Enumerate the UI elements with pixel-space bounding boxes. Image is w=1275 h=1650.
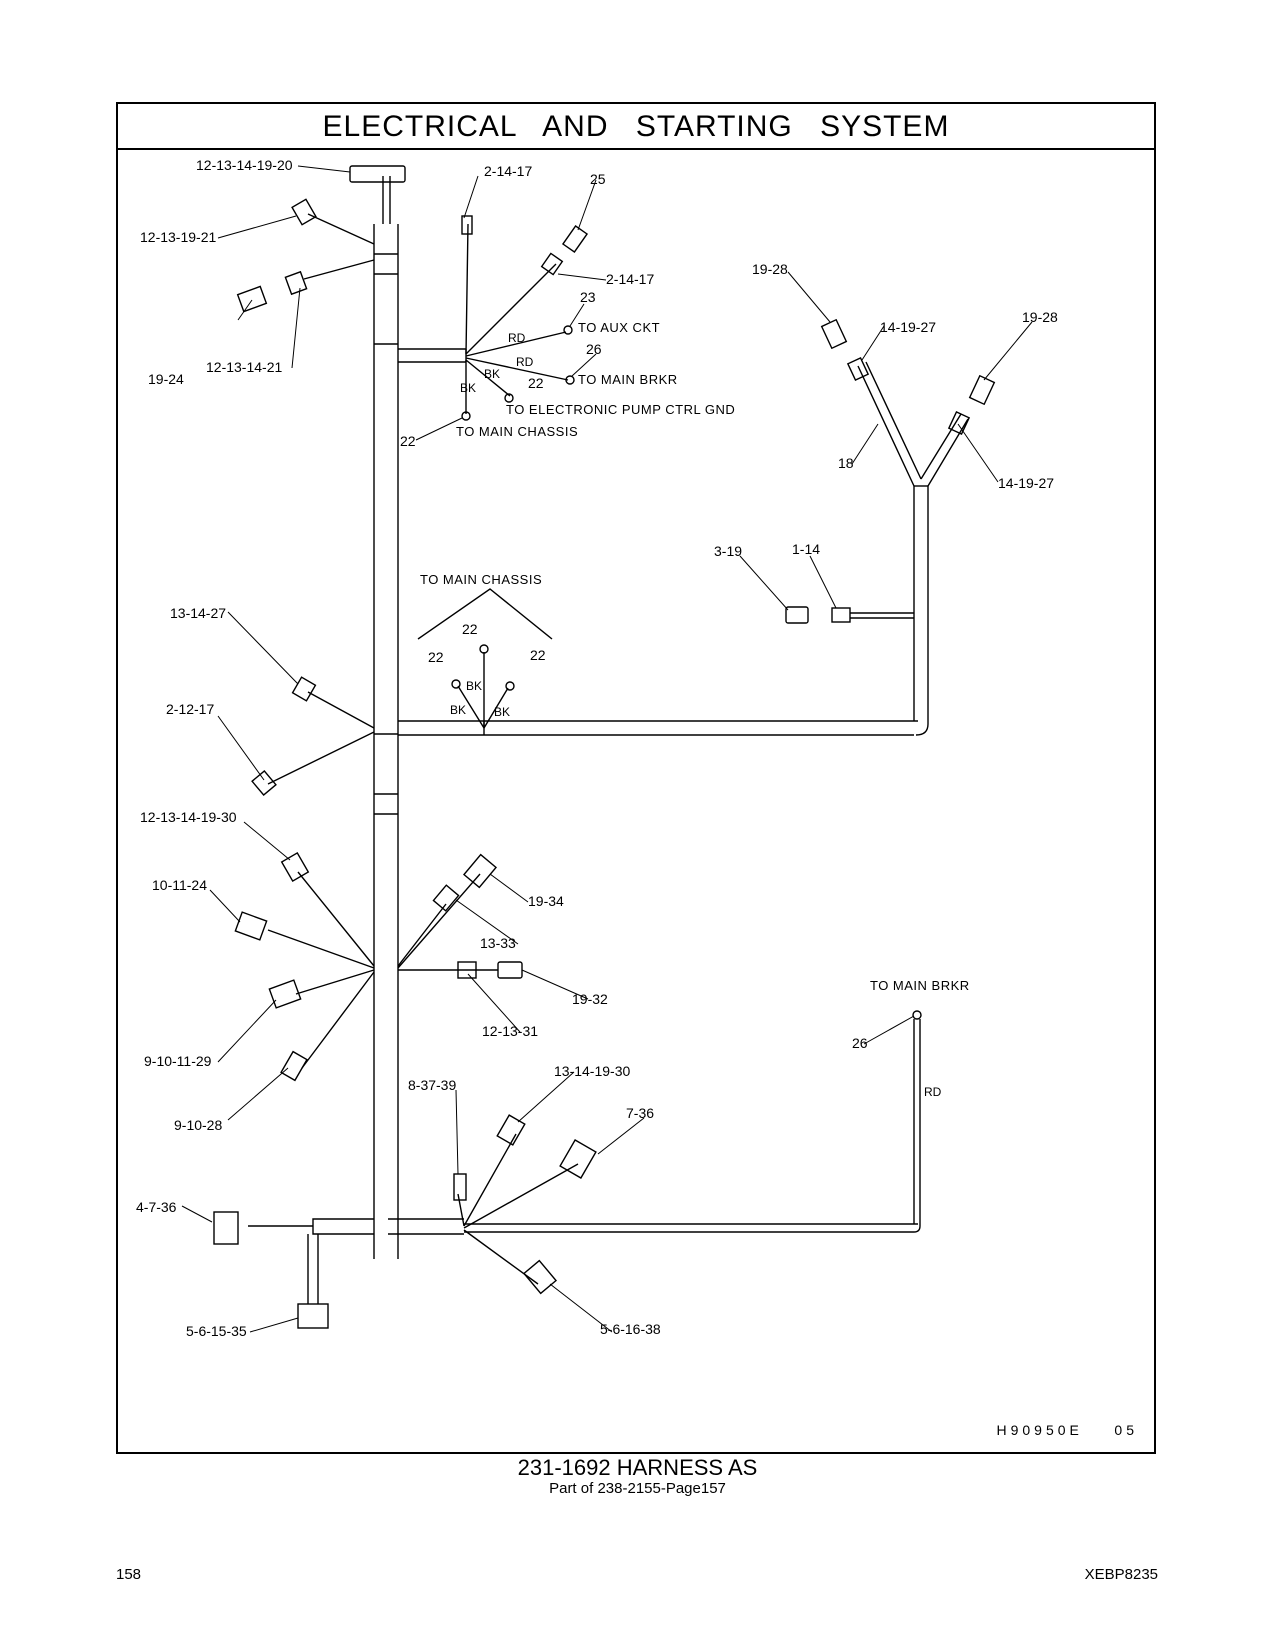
caption-subtitle: Part of 238-2155-Page157 bbox=[549, 1480, 726, 1497]
main-trunk bbox=[373, 224, 399, 1259]
callout-labels: 12-13-14-19-20 2-14-17 25 12-13-19-21 2-… bbox=[136, 157, 1058, 1339]
label: 26 bbox=[852, 1035, 868, 1051]
label: 10-11-24 bbox=[152, 877, 207, 893]
note: TO MAIN CHASSIS bbox=[456, 424, 578, 439]
caption-title: 231-1692 HARNESS AS bbox=[517, 1455, 758, 1480]
note: TO MAIN BRKR bbox=[870, 978, 970, 993]
label: 22 bbox=[528, 375, 544, 391]
label: 13-14-19-30 bbox=[554, 1063, 630, 1079]
label: 14-19-27 bbox=[880, 319, 936, 335]
drawing-revision: 05 bbox=[1114, 1422, 1138, 1438]
label: 7-36 bbox=[626, 1105, 654, 1121]
label: 18 bbox=[838, 455, 854, 471]
top-connector bbox=[349, 165, 406, 183]
label: 25 bbox=[590, 171, 606, 187]
note: TO AUX CKT bbox=[578, 320, 660, 335]
label: 19-28 bbox=[1022, 309, 1058, 325]
label: 5-6-15-35 bbox=[186, 1323, 247, 1339]
label: 14-19-27 bbox=[998, 475, 1054, 491]
note: TO ELECTRONIC PUMP CTRL GND bbox=[506, 402, 735, 417]
label: 8-37-39 bbox=[408, 1077, 456, 1093]
wire-color: RD bbox=[508, 331, 526, 345]
wire-color: RD bbox=[516, 355, 534, 369]
label: 2-14-17 bbox=[606, 271, 654, 287]
document-id: XEBP8235 bbox=[1084, 1566, 1158, 1583]
wire-color: BK bbox=[460, 381, 476, 395]
right-vertical bbox=[913, 486, 929, 736]
label: 5-6-16-38 bbox=[600, 1321, 661, 1337]
y-branch-left bbox=[857, 361, 922, 487]
label: 19-34 bbox=[528, 893, 564, 909]
drawing-id: H90950E 05 bbox=[996, 1422, 1138, 1438]
label: 22 bbox=[462, 621, 478, 637]
harness-diagram: 12-13-14-19-20 2-14-17 25 12-13-19-21 2-… bbox=[136, 157, 1058, 1339]
wire-color: RD bbox=[924, 1085, 942, 1099]
label: 26 bbox=[586, 341, 602, 357]
label: 2-14-17 bbox=[484, 163, 532, 179]
label: 12-13-14-19-20 bbox=[196, 157, 293, 173]
label: 12-13-19-21 bbox=[140, 229, 216, 245]
note: TO MAIN CHASSIS bbox=[420, 572, 542, 587]
label: 23 bbox=[580, 289, 596, 305]
wire-color: BK bbox=[450, 703, 466, 717]
label: 2-12-17 bbox=[166, 701, 214, 717]
diagram-frame: ELECTRICAL AND STARTING SYSTEM bbox=[116, 102, 1156, 1454]
label: 19-28 bbox=[752, 261, 788, 277]
page-number: 158 bbox=[116, 1566, 142, 1583]
wire-color: BK bbox=[484, 367, 500, 381]
drawing-number: H90950E bbox=[996, 1422, 1083, 1438]
wire-color: BK bbox=[466, 679, 482, 693]
label: 9-10-11-29 bbox=[144, 1053, 212, 1069]
label: 22 bbox=[530, 647, 546, 663]
trunk-top bbox=[382, 176, 391, 224]
middle-branch bbox=[398, 720, 918, 736]
wire-color: BK bbox=[494, 705, 510, 719]
label: 12-13-31 bbox=[482, 1023, 538, 1039]
y-branch-right bbox=[920, 413, 969, 487]
routing-notes: TO AUX CKT TO MAIN BRKR TO ELECTRONIC PU… bbox=[420, 320, 970, 993]
label: 1-14 bbox=[792, 541, 820, 557]
label: 13-33 bbox=[480, 935, 516, 951]
label: 9-10-28 bbox=[174, 1117, 222, 1133]
note: TO MAIN BRKR bbox=[578, 372, 678, 387]
label: 12-13-14-19-30 bbox=[140, 809, 237, 825]
label: 19-32 bbox=[572, 991, 608, 1007]
wire-color-codes: RD RD BK BK BK BK BK RD bbox=[450, 331, 942, 1099]
label: 4-7-36 bbox=[136, 1199, 177, 1215]
label: 19-24 bbox=[148, 371, 184, 387]
diagram-title: ELECTRICAL AND STARTING SYSTEM bbox=[118, 104, 1154, 150]
upper-branch bbox=[398, 348, 467, 363]
label: 13-14-27 bbox=[170, 605, 226, 621]
label: 3-19 bbox=[714, 543, 742, 559]
bottom-branch bbox=[388, 1019, 921, 1235]
label: 22 bbox=[400, 433, 416, 449]
label: 22 bbox=[428, 649, 444, 665]
label: 12-13-14-21 bbox=[206, 359, 282, 375]
